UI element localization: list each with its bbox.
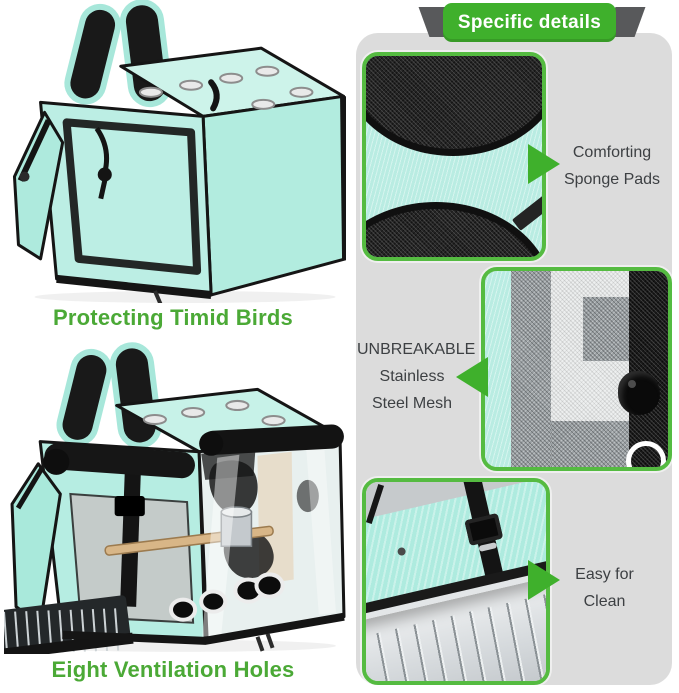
ground-shadow (34, 290, 336, 303)
arrow-sponge-pads (528, 144, 560, 184)
side-pocket-flap (12, 110, 65, 261)
sponge-pad-bottom (366, 202, 542, 257)
arrow-steel-mesh (456, 357, 488, 397)
mesh-bottom-band (551, 421, 629, 467)
bottom-trim (56, 274, 212, 299)
bottom-trim (62, 612, 345, 645)
label-line: UNBREAKABLE (357, 341, 476, 358)
label-unbreakable-steel-mesh: UNBREAKABLE Stainless Steel Mesh (357, 336, 476, 417)
strap-buckle (114, 495, 145, 517)
roll-end (43, 448, 70, 475)
steel-cup (220, 506, 253, 548)
front-vent-holes (168, 572, 285, 622)
label-line: Easy for (575, 566, 634, 583)
mint-fabric-edge (485, 271, 511, 467)
specific-details-banner: Specific details (443, 3, 616, 42)
label-easy-for-clean: Easy for Clean (547, 561, 662, 615)
top-vent-grommets (138, 65, 314, 110)
sponge-pad-top (366, 56, 542, 156)
strap-stub (511, 195, 542, 231)
bottom-zipper-pulls (255, 633, 275, 652)
shoulder-straps (56, 342, 162, 449)
clean-tray-photo (362, 478, 550, 685)
grommet-ring (626, 441, 666, 467)
front-zipper-outline (62, 118, 202, 275)
zipper-pull (19, 171, 30, 182)
side-pocket-flap (10, 462, 62, 627)
closed-backpack-photo (12, 0, 346, 303)
label-line: Comforting (572, 144, 652, 161)
label-line: Stainless (379, 368, 445, 385)
top-loop (208, 79, 220, 112)
right-edge-trim (340, 96, 346, 259)
bird-silhouette (209, 460, 258, 515)
roll-end (199, 431, 224, 456)
label-line: Sponge Pads (563, 171, 661, 188)
window-glare (305, 440, 336, 615)
bird-silhouette (296, 479, 319, 513)
caption-protecting-timid-birds: Protecting Timid Birds (53, 305, 293, 330)
panel-strap (120, 455, 142, 607)
bottom-zipper-pull (153, 290, 163, 303)
black-knob (618, 371, 660, 415)
label-line: Steel Mesh (371, 395, 453, 412)
label-comforting-sponge-pads: Comforting Sponge Pads (552, 139, 672, 193)
steel-mesh-photo (481, 267, 672, 471)
top-vent-grommets (142, 399, 286, 427)
open-backpack-photo (4, 342, 346, 654)
mesh-black-band (629, 271, 668, 467)
cord-toggle (94, 126, 112, 200)
sponge-pads-photo (362, 52, 546, 261)
rolled-cover-left (44, 443, 195, 479)
flap-zipper (15, 466, 45, 510)
tray-scene (366, 482, 546, 681)
label-line: Clean (583, 593, 626, 610)
mesh-gray-band (511, 271, 551, 467)
backpack-side-face (201, 94, 346, 297)
rolled-cover-top (201, 424, 344, 455)
arrow-easy-clean (528, 560, 560, 600)
caption-eight-ventilation-holes: Eight Ventilation Holes (51, 657, 295, 682)
